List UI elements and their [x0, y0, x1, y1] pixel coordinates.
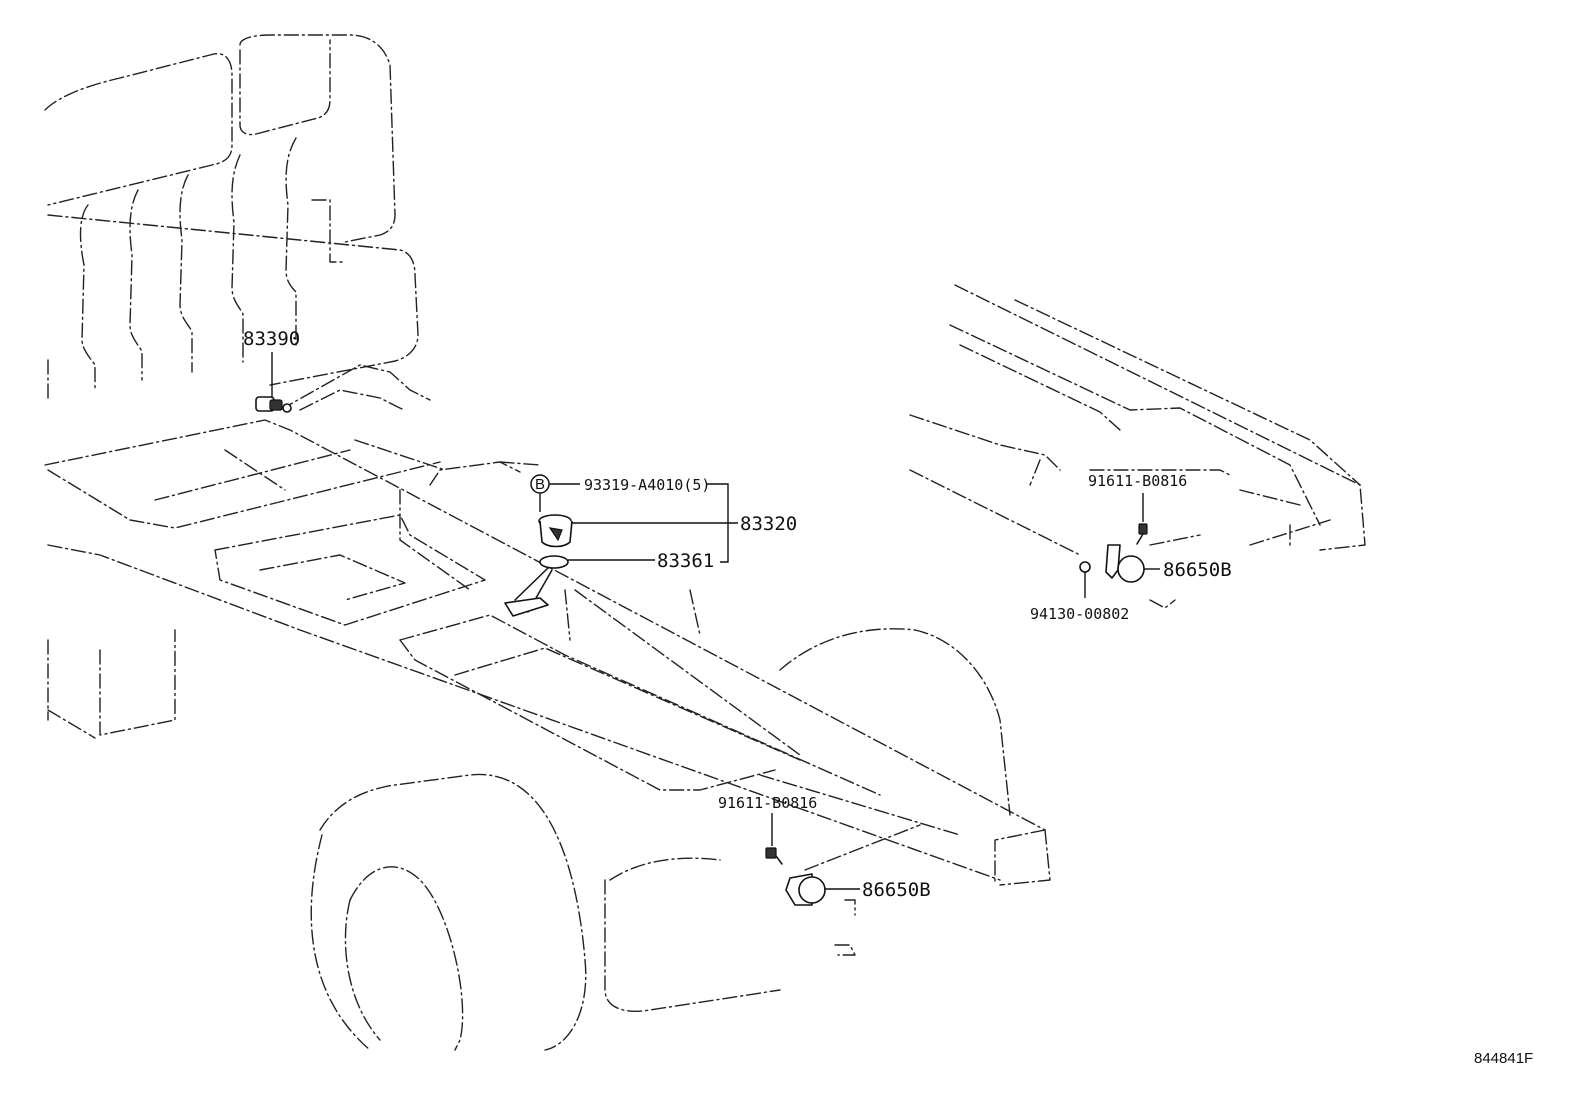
label-93319-a4010: 93319-A4010(5): [584, 476, 710, 494]
rear-frame-outline: [909, 284, 1366, 609]
truck-cab-outline: [44, 34, 419, 401]
part-83390-sensor[interactable]: [255, 396, 292, 413]
part-94130-00802-nut[interactable]: [1079, 561, 1091, 573]
circle-b-marker: B: [530, 474, 550, 494]
wheels-outline: [310, 628, 1011, 1051]
part-86650b-horn-right[interactable]: [1105, 544, 1145, 583]
truck-frame-outline: [44, 364, 1051, 886]
part-83320-sender-gauge[interactable]: [538, 514, 573, 548]
label-91611-b0816-lower: 91611-B0816: [718, 794, 817, 812]
label-83390: 83390: [243, 328, 300, 350]
figure-reference: 844841F: [1474, 1050, 1533, 1067]
part-91611-b0816-bolt-right[interactable]: [1136, 523, 1148, 545]
label-83320: 83320: [740, 513, 797, 535]
label-86650b-right: 86650B: [1163, 559, 1232, 581]
circle-b-letter: B: [535, 476, 545, 493]
label-91611-b0816-right: 91611-B0816: [1088, 472, 1187, 490]
part-83361-gasket-and-float[interactable]: [504, 555, 569, 617]
label-94130-00802: 94130-00802: [1030, 605, 1129, 623]
label-83361: 83361: [657, 550, 714, 572]
part-86650b-horn-lower[interactable]: [785, 873, 826, 906]
part-91611-b0816-bolt-lower[interactable]: [765, 847, 783, 865]
leader-lines: [271, 352, 1160, 890]
label-86650b-lower: 86650B: [862, 879, 931, 901]
